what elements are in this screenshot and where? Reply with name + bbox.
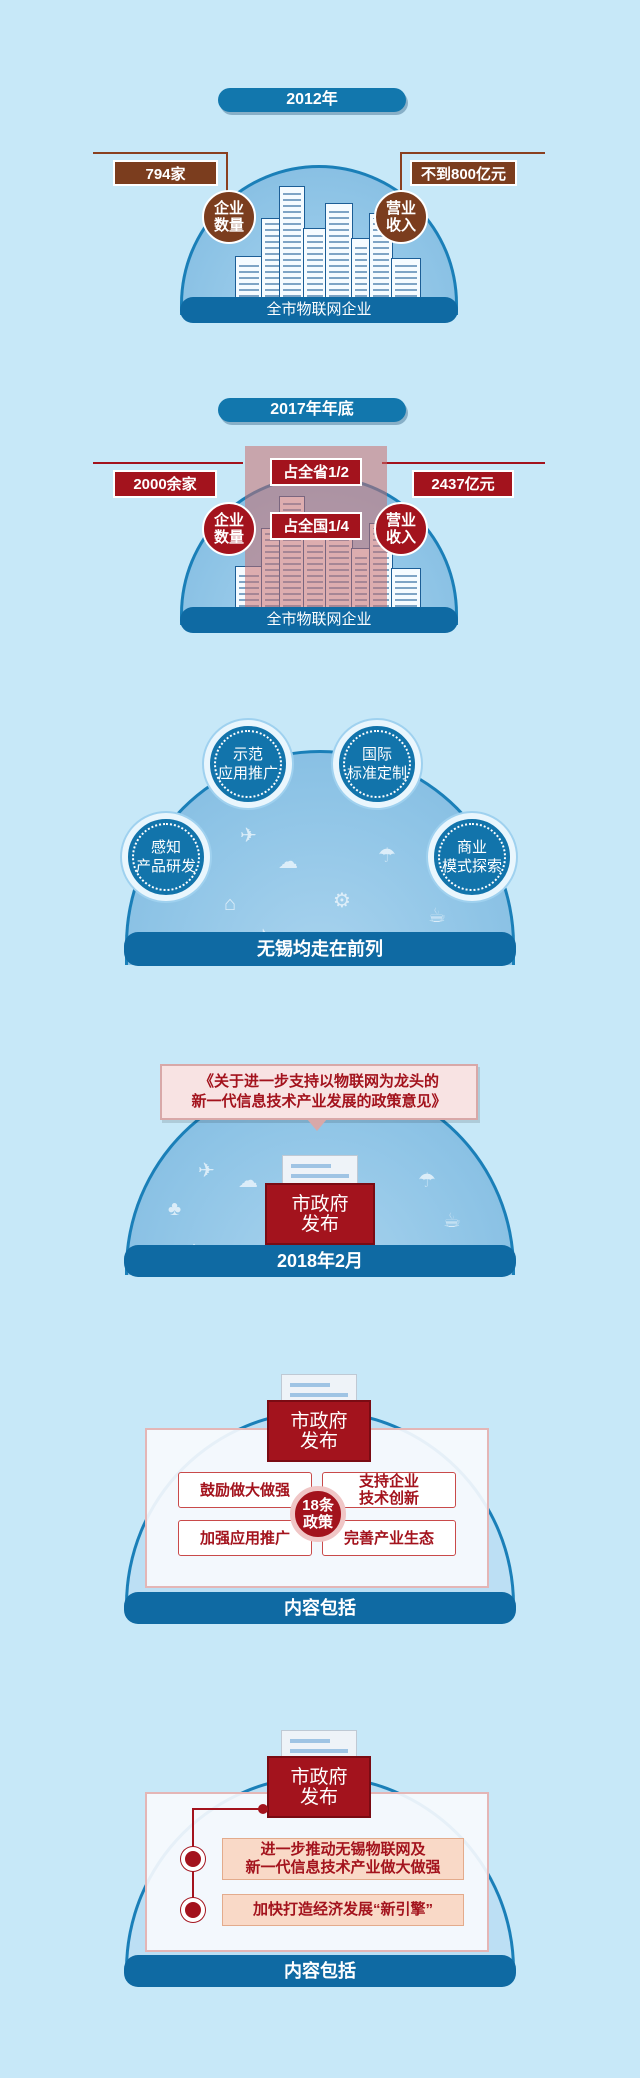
policy-count-circle: 18条政策 bbox=[290, 1486, 346, 1542]
revenue-label: 营业收入 bbox=[374, 190, 428, 244]
section-2017: 2017年年底 占全省1/2 占全国1/4 2000余家 2437亿元 企业数量… bbox=[0, 380, 640, 650]
goal-bullet-2 bbox=[181, 1898, 205, 1922]
section-2012: 2012年 794家 不到800亿元 企业数量 营业收入 全市物联网企业 bbox=[0, 0, 640, 340]
leading-circle-perception: 感知产品研发 bbox=[122, 813, 210, 901]
policy-application: 加强应用推广 bbox=[178, 1520, 312, 1556]
revenue-value: 2437亿元 bbox=[412, 470, 514, 498]
city-government-envelope: 市政府发布 bbox=[265, 1155, 375, 1245]
base-label: 内容包括 bbox=[124, 1592, 516, 1624]
goal-item-2: 加快打造经济发展“新引擎” bbox=[222, 1894, 464, 1926]
policy-tech-innovation: 支持企业技术创新 bbox=[322, 1472, 456, 1508]
city-government-envelope: 市政府发布 bbox=[267, 1364, 371, 1464]
goal-item-1: 进一步推动无锡物联网及新一代信息技术产业做大做强 bbox=[222, 1838, 464, 1880]
revenue-value: 不到800亿元 bbox=[410, 160, 517, 186]
policy-encourage-growth: 鼓励做大做强 bbox=[178, 1472, 312, 1508]
year-pill: 2012年 bbox=[218, 88, 406, 112]
goal-bullet-1 bbox=[181, 1847, 205, 1871]
company-count-label: 企业数量 bbox=[202, 502, 256, 556]
policy-document-title-line1: 《关于进一步支持以物联网为龙头的 bbox=[198, 1073, 439, 1090]
base-label: 2018年2月 bbox=[124, 1245, 516, 1277]
company-count-value: 794家 bbox=[113, 160, 218, 186]
policy-document-card: 《关于进一步支持以物联网为龙头的 新一代信息技术产业发展的政策意见》 bbox=[160, 1064, 478, 1120]
base-label: 无锡均走在前列 bbox=[124, 932, 516, 966]
share-province-tag: 占全省1/2 bbox=[270, 458, 362, 486]
company-count-value: 2000余家 bbox=[113, 470, 217, 498]
company-count-label: 企业数量 bbox=[202, 190, 256, 244]
revenue-label: 营业收入 bbox=[374, 502, 428, 556]
policy-ecosystem: 完善产业生态 bbox=[322, 1520, 456, 1556]
city-government-envelope: 市政府发布 bbox=[267, 1730, 371, 1830]
leading-circle-business: 商业模式探索 bbox=[428, 813, 516, 901]
leading-circle-application: 示范应用推广 bbox=[204, 720, 292, 808]
section-goals: 市政府发布 进一步推动无锡物联网及新一代信息技术产业做大做强 加快打造经济发展“… bbox=[0, 1720, 640, 2000]
base-label: 全市物联网企业 bbox=[180, 607, 458, 633]
year-pill: 2017年年底 bbox=[218, 398, 406, 422]
section-policies: 市政府发布 鼓励做大做强 支持企业技术创新 加强应用推广 完善产业生态 18条政… bbox=[0, 1360, 640, 1640]
share-country-tag: 占全国1/4 bbox=[270, 512, 362, 540]
policy-document-title-line2: 新一代信息技术产业发展的政策意见》 bbox=[191, 1093, 447, 1110]
base-label: 内容包括 bbox=[124, 1955, 516, 1987]
base-label: 全市物联网企业 bbox=[180, 297, 458, 323]
section-document: ✈ ☁ ♣ ☂ ☕ ⌂ ⚡ 《关于进一步支持以物联网为龙头的 新一代信息技术产业… bbox=[0, 1050, 640, 1290]
leading-circle-standard: 国际标准定制 bbox=[333, 720, 421, 808]
